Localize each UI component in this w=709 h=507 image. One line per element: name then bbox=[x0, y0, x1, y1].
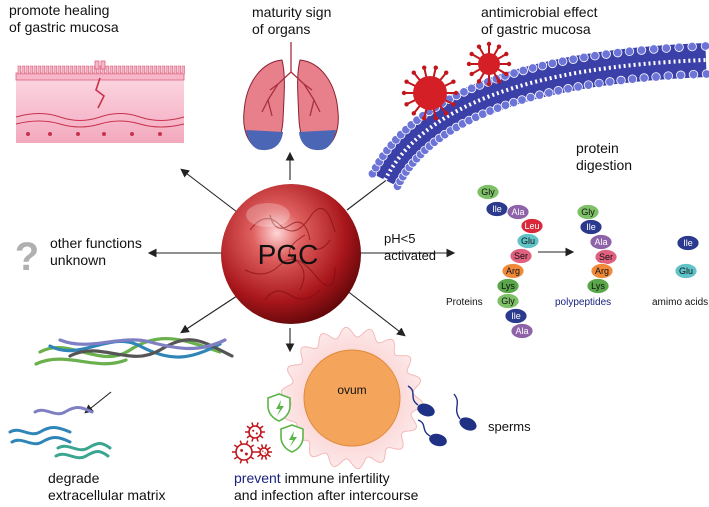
amino-acid-bead: Gly bbox=[476, 184, 500, 200]
amino-acid-bead: Glu bbox=[516, 233, 540, 249]
ovum-label: ovum bbox=[337, 383, 366, 397]
amino-acid-label: Leu bbox=[524, 221, 539, 231]
amino-acid-bead: Arg bbox=[590, 263, 614, 279]
amino-acid-bead: Gly bbox=[576, 204, 600, 220]
amino-acid-label: Ala bbox=[515, 326, 528, 336]
mucosa-cilia bbox=[17, 65, 185, 75]
amino-acid-bead: Glu bbox=[674, 263, 698, 279]
amino-acid-bead: Arg bbox=[501, 263, 525, 279]
amino-acid-label: Glu bbox=[679, 266, 693, 276]
amino-acid-label: Ser bbox=[599, 252, 613, 262]
amino-acid-bead: Ala bbox=[589, 234, 613, 250]
bacterium-small bbox=[466, 41, 512, 87]
virus-icon bbox=[245, 422, 265, 442]
virus-icon bbox=[232, 440, 256, 464]
label-sperms: sperms bbox=[488, 419, 531, 434]
amino-acid-bead: Leu bbox=[520, 218, 544, 234]
amino-acid-bead: Gly bbox=[496, 293, 520, 309]
matrix-fibers bbox=[34, 337, 234, 366]
arrow-to-sperms bbox=[345, 289, 406, 337]
amino-acid-bead: Ile bbox=[676, 235, 700, 251]
sperm-icon bbox=[417, 419, 447, 447]
arrow-matrix-degrade bbox=[84, 391, 112, 414]
amino-acid-label: Lys bbox=[591, 281, 605, 291]
amino-acid-label: Ile bbox=[492, 204, 502, 214]
degraded-fibers bbox=[8, 406, 112, 460]
amino-acid-bead: Ile bbox=[579, 219, 603, 235]
label-prevent-infertility: prevent immune infertility and infection… bbox=[234, 470, 419, 503]
lungs-illustration bbox=[243, 42, 339, 151]
amino-acid-label: Glu bbox=[521, 236, 535, 246]
amino-acid-label: Ser bbox=[514, 251, 528, 261]
mucosa-tube bbox=[367, 41, 709, 191]
prevent-word: prevent bbox=[234, 470, 281, 486]
arrow-to-antimicrobial bbox=[346, 173, 395, 211]
amino-acid-bead: Ser bbox=[509, 248, 533, 264]
amino-acid-label: Ile bbox=[586, 222, 596, 232]
amino-acid-bead: Ile bbox=[485, 201, 509, 217]
amino-acid-bead: Lys bbox=[496, 278, 520, 294]
amino-acid-label: Arg bbox=[595, 266, 609, 276]
shield-icon bbox=[280, 424, 304, 453]
sperm-icon bbox=[453, 393, 477, 431]
pgc-label: PGC bbox=[258, 239, 319, 270]
shield-icon bbox=[267, 393, 291, 422]
amino-acid-bead: Ala bbox=[510, 323, 534, 339]
amino-acid-label: Ala bbox=[511, 207, 524, 217]
amino-acid-label: Lys bbox=[501, 281, 515, 291]
label-proteins: Proteins bbox=[446, 297, 483, 308]
antimicrobial-illustration bbox=[367, 41, 709, 191]
amino-acid-bead: Ala bbox=[506, 204, 530, 220]
arrows bbox=[84, 151, 575, 414]
amino-acid-label: Ile bbox=[683, 238, 693, 248]
sperm-icons bbox=[407, 385, 477, 447]
amino-acid-label: Gly bbox=[581, 207, 595, 217]
pgc-sphere bbox=[221, 184, 361, 324]
label-amino-acids: amimo acids bbox=[652, 297, 709, 308]
question-mark-icon: ? bbox=[15, 235, 39, 279]
amino-acid-bead: Lys bbox=[586, 278, 610, 294]
label-polypeptides: polypeptides bbox=[555, 297, 612, 308]
arrow-to-healing bbox=[180, 168, 238, 213]
amino-acid-label: Gly bbox=[481, 187, 495, 197]
amino-acid-label: Ile bbox=[511, 311, 521, 321]
amino-acid-bead: Ile bbox=[504, 308, 528, 324]
amino-acid-label: Ala bbox=[594, 237, 607, 247]
virus-icon bbox=[256, 444, 272, 460]
amino-acid-bead: Ser bbox=[594, 249, 618, 265]
amino-acid-label: Arg bbox=[506, 266, 520, 276]
sperm-icon bbox=[407, 385, 435, 417]
gastric-mucosa-illustration bbox=[15, 60, 185, 143]
arrow-to-matrix bbox=[180, 293, 241, 334]
bacterium-large bbox=[401, 65, 459, 121]
amino-acid-label: Gly bbox=[501, 296, 515, 306]
ovum-illustration bbox=[280, 326, 424, 470]
